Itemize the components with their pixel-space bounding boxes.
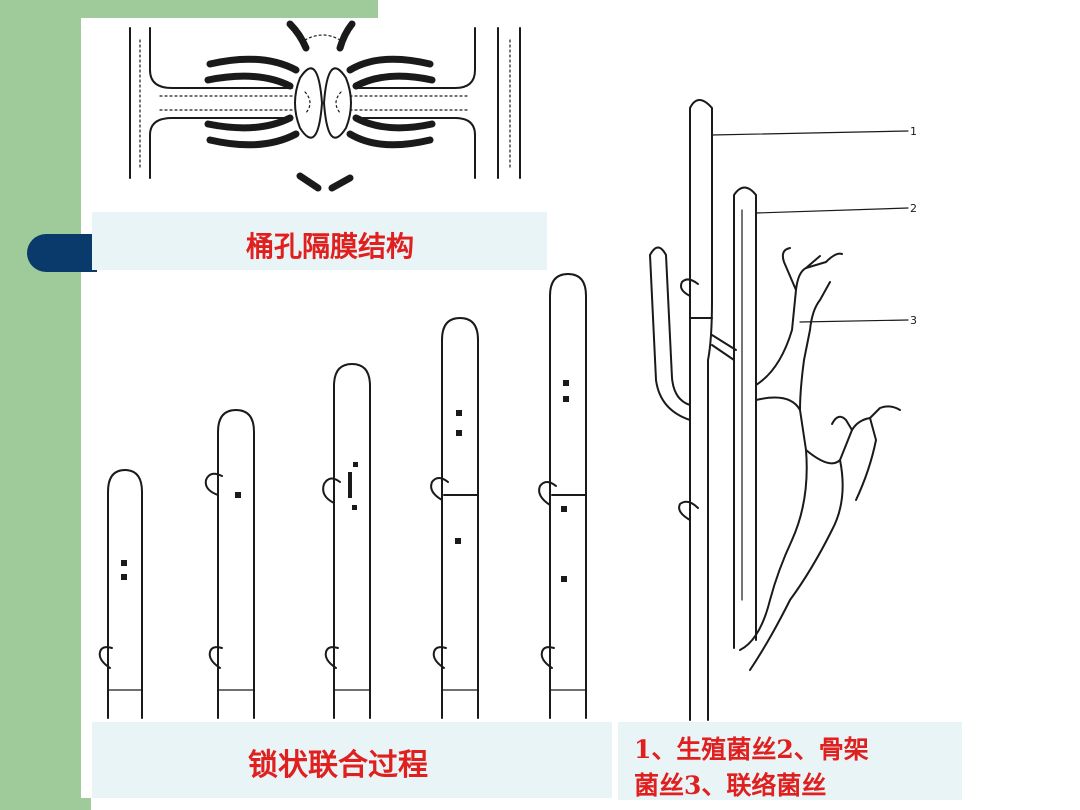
bullet-marker xyxy=(27,234,97,272)
hyphae-leader-lines xyxy=(711,130,909,323)
hyphae-label-3: 3 xyxy=(910,314,917,327)
clamp-caption: 锁状联合过程 xyxy=(248,748,428,783)
dolipore-caption: 桶孔隔膜结构 xyxy=(246,230,415,263)
slide-top-strip xyxy=(81,0,378,18)
hyphae-caption-line1: 1、生殖菌丝2、骨架 xyxy=(634,735,869,764)
dolipore-septum-drawing xyxy=(129,20,521,192)
clamp-nuclei xyxy=(121,380,569,582)
hyphae-label-2: 2 xyxy=(910,202,917,215)
hyphal-system-drawing xyxy=(649,99,901,721)
hyphae-label-1: 1 xyxy=(910,125,917,138)
slide-bottom-strip xyxy=(81,798,91,810)
hyphae-caption-panel xyxy=(618,722,962,800)
clamp-connection-drawing xyxy=(98,273,587,719)
dolipore-caption-panel xyxy=(92,212,547,270)
hyphae-caption-line2: 菌丝3、联络菌丝 xyxy=(634,771,827,800)
clamp-caption-panel xyxy=(92,722,612,798)
slide-left-strip xyxy=(0,0,81,810)
